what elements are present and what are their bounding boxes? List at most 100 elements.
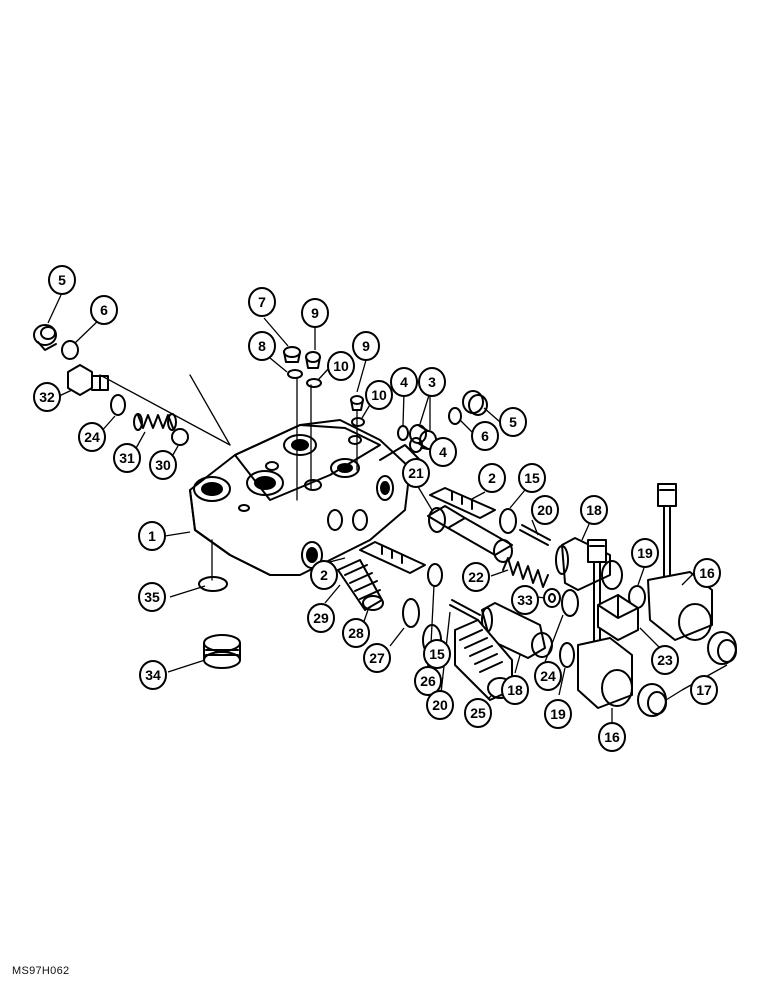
callout-label: 10 [371, 387, 387, 403]
o-ring-24-right [561, 589, 579, 617]
callout-20: 20 [426, 690, 454, 720]
callout-label: 15 [524, 470, 540, 486]
callout-circle [693, 558, 721, 588]
callout-label: 19 [550, 706, 566, 722]
callout-circle [462, 562, 490, 592]
callout-label: 32 [39, 389, 55, 405]
callout-circle [651, 645, 679, 675]
solenoid-16-lower [577, 539, 633, 709]
callout-25: 25 [464, 698, 492, 728]
callout-label: 33 [517, 592, 533, 608]
o-ring-4-upper [397, 425, 409, 441]
seat-33 [543, 588, 561, 608]
callout-2: 2 [310, 560, 338, 590]
callout-5: 5 [499, 407, 527, 437]
callout-24: 24 [534, 661, 562, 691]
callout-label: 28 [348, 625, 364, 641]
callout-label: 18 [586, 502, 602, 518]
callout-label: 34 [145, 667, 161, 683]
callout-circle [531, 495, 559, 525]
valve-body [189, 419, 421, 576]
nut-17-lower [637, 683, 667, 717]
callout-9: 9 [352, 331, 380, 361]
o-ring-6-right [448, 407, 462, 425]
callout-circle [138, 582, 166, 612]
callout-circle [149, 450, 177, 480]
callout-15: 15 [518, 463, 546, 493]
callout-label: 9 [362, 338, 370, 354]
callout-circle [598, 722, 626, 752]
callout-3: 3 [418, 367, 446, 397]
callout-circle [310, 560, 338, 590]
callout-4: 4 [429, 437, 457, 467]
callout-circle [418, 367, 446, 397]
callout-circle [48, 265, 76, 295]
nut-23 [597, 594, 639, 641]
callout-label: 24 [84, 429, 100, 445]
callout-18: 18 [580, 495, 608, 525]
callout-circle [78, 422, 106, 452]
callout-8: 8 [248, 331, 276, 361]
callout-label: 6 [481, 428, 489, 444]
ball-30 [171, 428, 189, 446]
callout-15: 15 [423, 639, 451, 669]
callout-16: 16 [693, 558, 721, 588]
callout-22: 22 [462, 562, 490, 592]
callout-label: 5 [58, 272, 66, 288]
callout-7: 7 [248, 287, 276, 317]
figure-caption: MS97H062 [12, 965, 70, 977]
callout-circle [501, 675, 529, 705]
callout-circle [352, 331, 380, 361]
callout-label: 17 [696, 682, 712, 698]
callout-circle [113, 443, 141, 473]
callout-circle [414, 666, 442, 696]
callout-circle [301, 298, 329, 328]
callout-label: 21 [408, 465, 424, 481]
callout-circle [248, 331, 276, 361]
callout-33: 33 [511, 585, 539, 615]
callout-label: 23 [657, 652, 673, 668]
callout-circle [138, 521, 166, 551]
o-ring-4-lower [409, 437, 423, 453]
callout-28: 28 [342, 618, 370, 648]
callout-label: 15 [429, 646, 445, 662]
callout-27: 27 [363, 643, 391, 673]
callout-label: 30 [155, 457, 171, 473]
o-ring-15-lower [427, 563, 443, 587]
callout-circle [423, 639, 451, 669]
callout-30: 30 [149, 450, 177, 480]
callout-label: 2 [320, 567, 328, 583]
plug-9-right [350, 395, 364, 411]
callout-16: 16 [598, 722, 626, 752]
callout-label: 16 [604, 729, 620, 745]
callout-circle [365, 380, 393, 410]
callout-circle [248, 287, 276, 317]
callout-circle [534, 661, 562, 691]
callout-circle [390, 367, 418, 397]
callout-18: 18 [501, 675, 529, 705]
plug-9 [305, 351, 321, 369]
callout-label: 7 [258, 294, 266, 310]
callout-5: 5 [48, 265, 76, 295]
callout-label: 4 [439, 444, 447, 460]
plug-5-right [462, 390, 488, 416]
callout-17: 17 [690, 675, 718, 705]
callout-circle [139, 660, 167, 690]
callout-circle [429, 437, 457, 467]
callout-circle [342, 618, 370, 648]
callout-label: 16 [699, 565, 715, 581]
callout-circle [631, 538, 659, 568]
pin-20-lower [449, 599, 481, 621]
callout-circle [464, 698, 492, 728]
callout-label: 6 [100, 302, 108, 318]
callout-label: 20 [432, 697, 448, 713]
callout-label: 31 [119, 450, 135, 466]
valve-21 [427, 505, 513, 563]
callout-4: 4 [390, 367, 418, 397]
spool-2-lower [359, 541, 426, 574]
spring-22 [502, 557, 549, 588]
o-ring-6-left [61, 340, 79, 360]
callout-10: 10 [327, 351, 355, 381]
callout-19: 19 [544, 699, 572, 729]
